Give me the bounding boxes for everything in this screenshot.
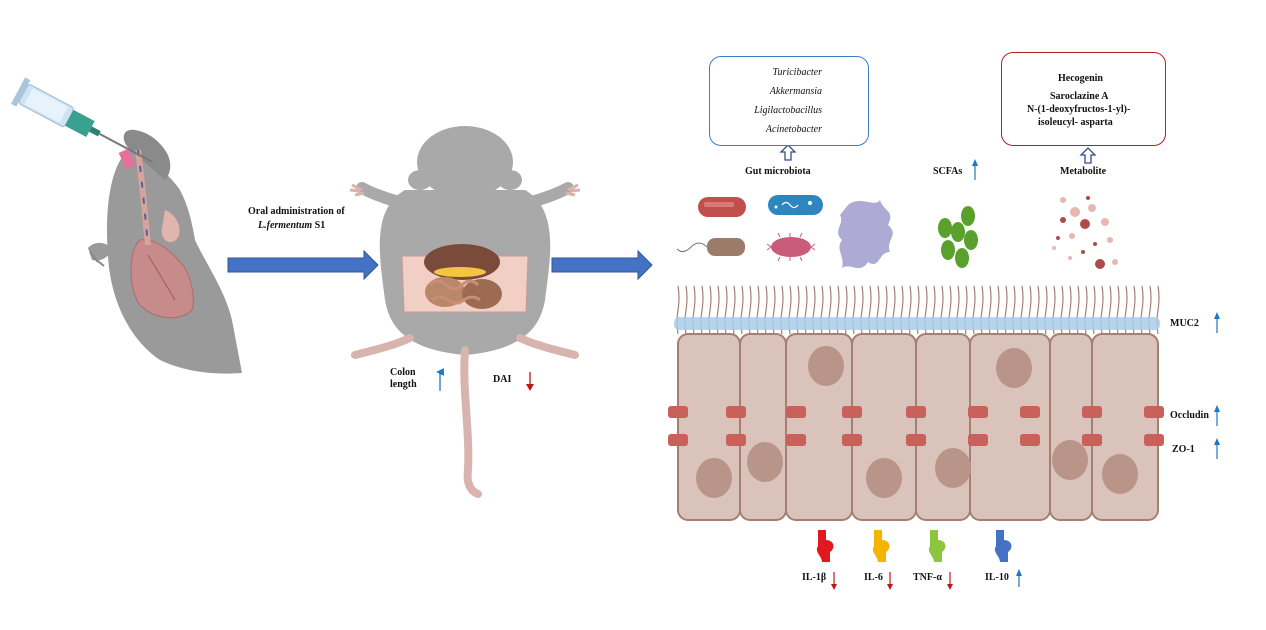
zo1-label: ZO-1 xyxy=(1172,444,1195,455)
microbiota-label: Gut microbiota xyxy=(745,166,811,177)
cell-nucleus xyxy=(996,348,1032,388)
tight-junction xyxy=(1082,406,1102,418)
muc2-label: MUC2 xyxy=(1170,318,1199,329)
oral-admin-label-line1: Oral administration of xyxy=(248,206,345,217)
intestinal-epithelium xyxy=(668,285,1164,521)
oral-admin-species: L.fermentum xyxy=(258,220,313,231)
tight-junction xyxy=(1082,434,1102,446)
tight-junction xyxy=(786,406,806,418)
cell-nucleus xyxy=(808,346,844,386)
tight-junction xyxy=(1144,434,1164,446)
process-arrow-1 xyxy=(227,249,379,281)
cytokine-label-tnfa: TNF-α xyxy=(913,572,942,583)
tight-junction xyxy=(786,434,806,446)
microbiota-item: Ligilactobacillus xyxy=(754,105,822,116)
cytokine-label-il6: IL-6 xyxy=(864,572,883,583)
tight-junction xyxy=(906,434,926,446)
tight-junction xyxy=(842,434,862,446)
metabolite-item: isoleucyl- asparta xyxy=(1038,117,1113,128)
dai-label: DAI xyxy=(493,374,512,385)
epithelial-cell xyxy=(1049,333,1093,521)
cytokine-label-il10: IL-10 xyxy=(985,572,1009,583)
occludin-label: Occludin xyxy=(1170,410,1209,421)
oral-admin-strain: S1 xyxy=(312,220,326,231)
epithelial-cell xyxy=(915,333,971,521)
tight-junction xyxy=(726,434,746,446)
cytokine-change-arrows xyxy=(831,569,1022,590)
process-arrow-2 xyxy=(551,249,653,281)
scfas-up-arrow xyxy=(972,159,978,180)
dai-down-arrow xyxy=(526,372,534,391)
gavage-mouse-illustration xyxy=(11,77,242,374)
tight-junction xyxy=(668,406,688,418)
tight-junction xyxy=(906,406,926,418)
cell-nucleus xyxy=(1052,440,1088,480)
tight-junction xyxy=(1020,434,1040,446)
metabolite-label: Metabolite xyxy=(1060,166,1107,177)
dissected-mouse-illustration xyxy=(349,126,581,498)
metabolite-connector-arrow xyxy=(1079,147,1097,164)
cell-nucleus xyxy=(696,458,732,498)
cell-nucleus xyxy=(935,448,971,488)
barrier-up-arrows xyxy=(1214,312,1220,459)
microbiota-item: Akkermansia xyxy=(769,86,822,97)
metabolite-item: Hecogenin xyxy=(1058,73,1103,84)
tight-junction xyxy=(726,406,746,418)
cell-nucleus xyxy=(747,442,783,482)
tight-junction xyxy=(1020,406,1040,418)
metabolite-item: Saroclazine A xyxy=(1050,91,1109,102)
tight-junction xyxy=(1144,406,1164,418)
microbiota-connector-arrow xyxy=(779,144,797,161)
microbiota-item: Acinetobacter xyxy=(765,124,822,135)
cell-nucleus xyxy=(1102,454,1138,494)
scfas-label: SCFAs xyxy=(933,166,963,177)
cytokine-label-il1b: IL-1β xyxy=(802,572,827,583)
metabolite-item: N-(1-deoxyfructos-1-yl)- xyxy=(1027,104,1131,115)
bacteria-illustrations xyxy=(676,195,1118,269)
colon-length-label: Colon length xyxy=(390,367,417,390)
tight-junction xyxy=(668,434,688,446)
metabolite-box: Hecogenin Saroclazine A N-(1-deoxyfructo… xyxy=(1001,52,1166,146)
cell-nucleus xyxy=(866,458,902,498)
epithelial-cell xyxy=(739,333,787,521)
tight-junction xyxy=(968,406,988,418)
mucus-layer xyxy=(674,317,1160,330)
microbiota-item: Turicibacter xyxy=(772,67,822,78)
microbiota-box: Turicibacter Akkermansia Ligilactobacill… xyxy=(709,56,869,146)
cytokine-molecules xyxy=(816,530,1012,562)
oral-admin-label-line2: L.fermentum S1 xyxy=(258,220,325,232)
tight-junction xyxy=(968,434,988,446)
tight-junction xyxy=(842,406,862,418)
